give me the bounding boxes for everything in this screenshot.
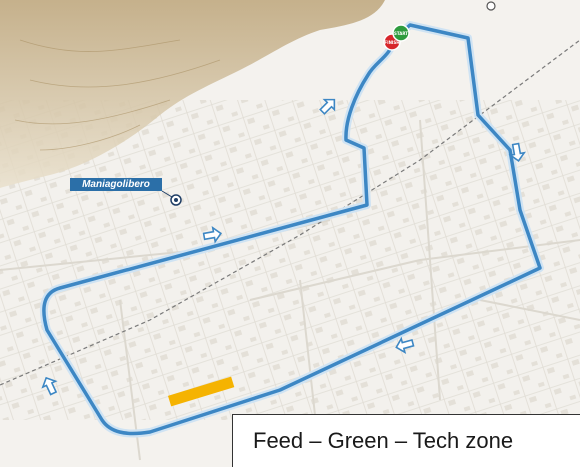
hills bbox=[0, 0, 385, 188]
direction-arrows bbox=[41, 98, 527, 396]
arrow-up-right-icon bbox=[319, 98, 336, 115]
poi-marker-icon bbox=[486, 1, 496, 11]
arrow-left-icon bbox=[395, 336, 415, 354]
arrow-up-icon bbox=[41, 376, 58, 396]
svg-text:START: START bbox=[394, 31, 408, 36]
svg-text:FINISH: FINISH bbox=[384, 40, 399, 45]
legend-text: Feed – Green – Tech zone bbox=[253, 428, 514, 453]
start-badge: START bbox=[392, 24, 410, 42]
town-leader-line bbox=[161, 190, 173, 198]
route-line bbox=[42, 23, 542, 436]
legend-box: Feed – Green – Tech zone bbox=[232, 414, 580, 467]
arrow-down-icon bbox=[508, 142, 527, 162]
arrow-right-icon bbox=[202, 225, 222, 244]
contour-lines bbox=[14, 39, 221, 151]
town-label: Maniagolibero bbox=[70, 178, 162, 191]
railway bbox=[0, 39, 580, 386]
feed-zone-marker bbox=[167, 376, 235, 407]
